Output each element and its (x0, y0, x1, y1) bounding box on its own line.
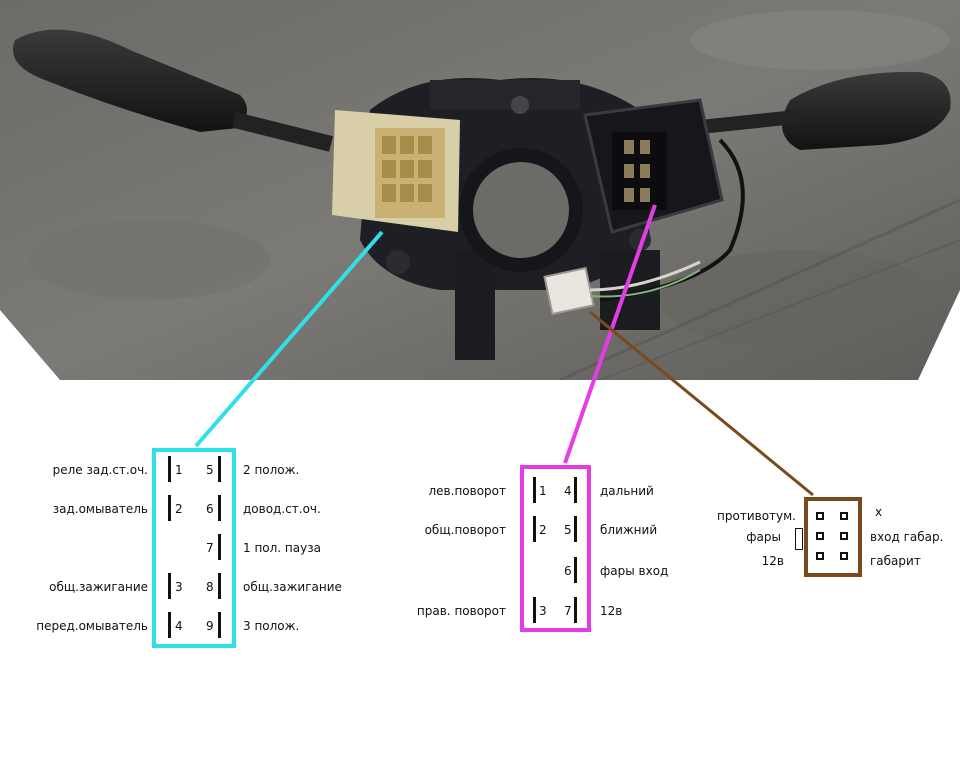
pin-contact (218, 456, 221, 482)
socket-hole (840, 552, 848, 560)
pin-contact (218, 534, 221, 560)
right-connector-label: габарит (870, 554, 921, 568)
socket-hole (816, 532, 824, 540)
pin-number: 6 (564, 564, 572, 578)
pin-contact (168, 612, 171, 638)
middle-connector-label: дальний (600, 484, 654, 498)
left-connector-label: перед.омыватель (36, 619, 148, 633)
pin-number: 6 (206, 502, 214, 516)
pin-number: 4 (175, 619, 183, 633)
middle-connector-label: лев.поворот (428, 484, 507, 498)
left-connector-label: 1 пол. пауза (243, 541, 321, 555)
pin-contact (218, 573, 221, 599)
middle-connector-box (520, 465, 591, 632)
pin-number: 2 (175, 502, 183, 516)
left-connector-label: общ.зажигание (243, 580, 342, 594)
left-connector-label: общ.зажигание (49, 580, 148, 594)
right-connector-label: х (875, 505, 883, 519)
left-connector-label: 2 полож. (243, 463, 300, 477)
left-connector-box (152, 448, 236, 648)
left-connector-label: 3 полож. (243, 619, 300, 633)
pin-contact (218, 612, 221, 638)
right-stalk (700, 71, 951, 150)
pin-number: 3 (539, 604, 547, 618)
socket-hole (816, 512, 824, 520)
pin-contact (574, 597, 577, 623)
right-connector-label: вход габар. (870, 530, 944, 544)
pin-number: 7 (206, 541, 214, 555)
pin-number: 7 (564, 604, 572, 618)
right-connector-label: противотум. (717, 509, 796, 523)
middle-connector-label: 12в (600, 604, 623, 618)
pin-contact (574, 477, 577, 503)
pin-contact (533, 477, 536, 503)
pin-number: 2 (539, 523, 547, 537)
left-connector-label: реле зад.ст.оч. (52, 463, 148, 477)
pin-number: 1 (539, 484, 547, 498)
pin-number: 9 (206, 619, 214, 633)
connector-latch (795, 528, 803, 550)
switch-assembly-photo (0, 0, 960, 380)
left-connector-label: довод.ст.оч. (243, 502, 321, 516)
middle-connector-label: ближний (600, 523, 658, 537)
left-connector-label: зад.омыватель (52, 502, 148, 516)
right-connector-box (804, 497, 862, 577)
black-connector (583, 98, 745, 302)
pin-contact (574, 557, 577, 583)
right-connector-label: фары (746, 530, 781, 544)
right-connector-label: 12в (761, 554, 784, 568)
pin-number: 3 (175, 580, 183, 594)
left-stalk (13, 29, 334, 152)
pin-contact (574, 516, 577, 542)
middle-connector-label: прав. поворот (416, 604, 506, 618)
middle-connector-label: общ.поворот (424, 523, 506, 537)
pin-contact (168, 456, 171, 482)
pin-number: 4 (564, 484, 572, 498)
pin-number: 5 (564, 523, 572, 537)
pin-number: 5 (206, 463, 214, 477)
socket-hole (840, 512, 848, 520)
pin-contact (533, 516, 536, 542)
socket-hole (816, 552, 824, 560)
pin-number: 8 (206, 580, 214, 594)
beige-connector (332, 110, 460, 232)
socket-hole (840, 532, 848, 540)
pin-contact (218, 495, 221, 521)
pin-number: 1 (175, 463, 183, 477)
pin-contact (168, 495, 171, 521)
middle-connector-label: фары вход (600, 564, 669, 578)
pin-contact (168, 573, 171, 599)
pin-contact (533, 597, 536, 623)
